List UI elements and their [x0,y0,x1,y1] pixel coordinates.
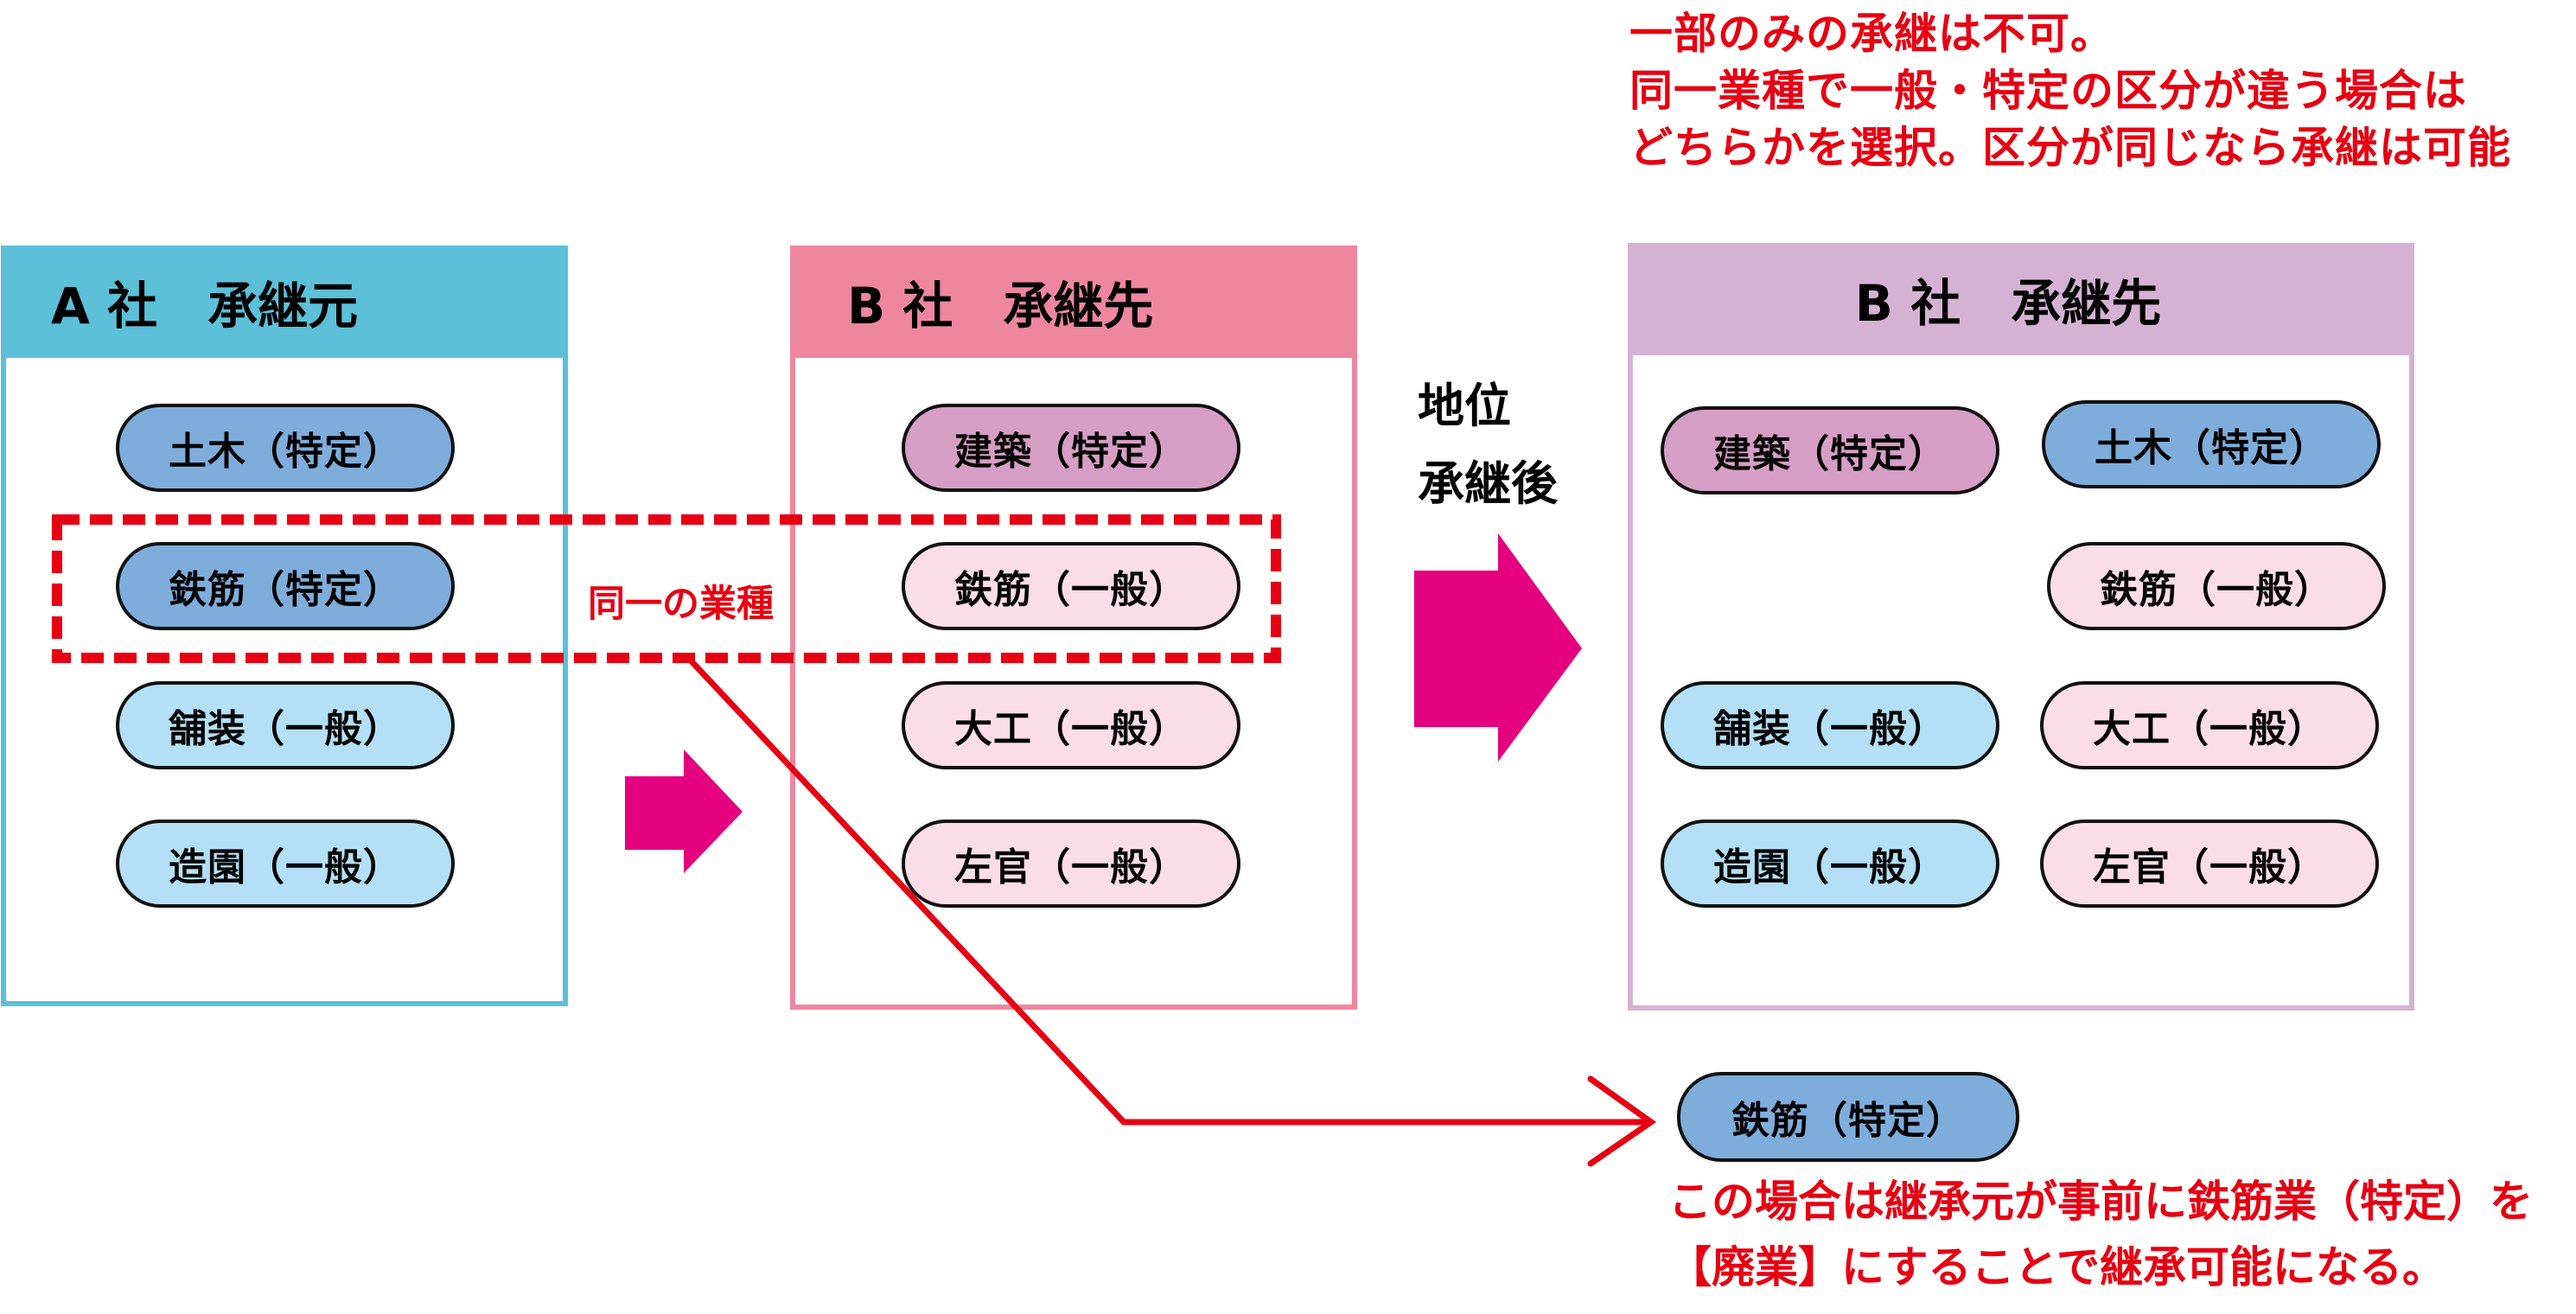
license-label: 鉄筋（特定） [1731,1099,1965,1143]
license-label: 造園（一般） [1713,845,1947,890]
transition-caption-line-2: 承継後 [1418,456,1558,511]
target-company-title: B 社 承継先 [847,277,1154,335]
license-pill-daiku-general: 大工（一般） [902,681,1240,769]
license-label: 大工（一般） [954,707,1188,751]
license-label: 舗装（一般） [169,707,402,751]
top-note-line-2: 同一業種で一般・特定の区分が違う場合は [1629,66,2467,116]
bottom-note: この場合は継承元が事前に鉄筋業（特定）を 【廃業】にすることで継承可能になる。 [1668,1169,2533,1300]
bottom-note-line-2: 【廃業】にすることで継承可能になる。 [1668,1242,2445,1292]
license-pill-tekkin-specific: 鉄筋（特定） [116,542,455,630]
license-label: 鉄筋（一般） [954,568,1188,612]
license-label: 左官（一般） [954,845,1188,890]
transition-caption-line-1: 地位 [1418,379,1511,433]
small-arrow-right-icon [625,749,743,873]
license-pill-kenchiku-specific: 建築（特定） [902,404,1240,492]
license-pill-doboku-specific: 土木（特定） [116,404,455,492]
top-note: 一部のみの承継は不可。 同一業種で一般・特定の区分が違う場合は どちらかを選択。… [1629,5,2511,176]
source-company-header: A 社 承継元 [1,246,568,358]
result-pill-sakan-general: 左官（一般） [2040,820,2379,908]
license-pill-zouen-general: 造園（一般） [116,820,455,908]
result-company-title: B 社 承継先 [1854,274,2162,333]
transition-caption: 地位 承継後 [1418,367,1558,523]
license-label: 大工（一般） [2093,707,2326,751]
target-company-header: B 社 承継先 [790,246,1357,358]
license-label: 鉄筋（一般） [2100,568,2333,612]
result-pill-tekkin-general: 鉄筋（一般） [2047,542,2386,630]
license-label: 鉄筋（特定） [169,568,402,612]
top-note-line-1: 一部のみの承継は不可。 [1629,9,2114,59]
license-label: 舗装（一般） [1713,707,1947,751]
exclusion-arrowhead-icon [1587,1075,1657,1167]
license-label: 土木（特定） [169,430,402,474]
large-arrow-right-icon [1414,533,1582,762]
license-label: 土木（特定） [2095,426,2328,470]
license-label: 建築（特定） [1713,432,1947,476]
result-pill-zouen-general: 造園（一般） [1661,820,1999,908]
bottom-note-line-1: この場合は継承元が事前に鉄筋業（特定）を [1668,1177,2533,1227]
license-label: 造園（一般） [169,845,402,890]
same-industry-label: 同一の業種 [588,583,774,626]
result-pill-daiku-general: 大工（一般） [2040,681,2379,769]
source-company-title: A 社 承継元 [51,277,359,335]
license-label: 建築（特定） [954,430,1188,474]
result-pill-kenchiku-specific: 建築（特定） [1661,406,1999,494]
license-pill-tekkin-general: 鉄筋（一般） [902,542,1240,630]
top-note-line-3: どちらかを選択。区分が同じなら承継は可能 [1629,123,2511,173]
result-pill-hosou-general: 舗装（一般） [1661,681,1999,769]
license-pill-hosou-general: 舗装（一般） [116,681,455,769]
license-pill-sakan-general: 左官（一般） [902,820,1240,908]
excluded-pill-tekkin-specific: 鉄筋（特定） [1677,1072,2019,1162]
result-pill-doboku-specific: 土木（特定） [2042,400,2381,488]
result-company-header: B 社 承継先 [1628,243,2414,355]
license-label: 左官（一般） [2093,845,2326,890]
